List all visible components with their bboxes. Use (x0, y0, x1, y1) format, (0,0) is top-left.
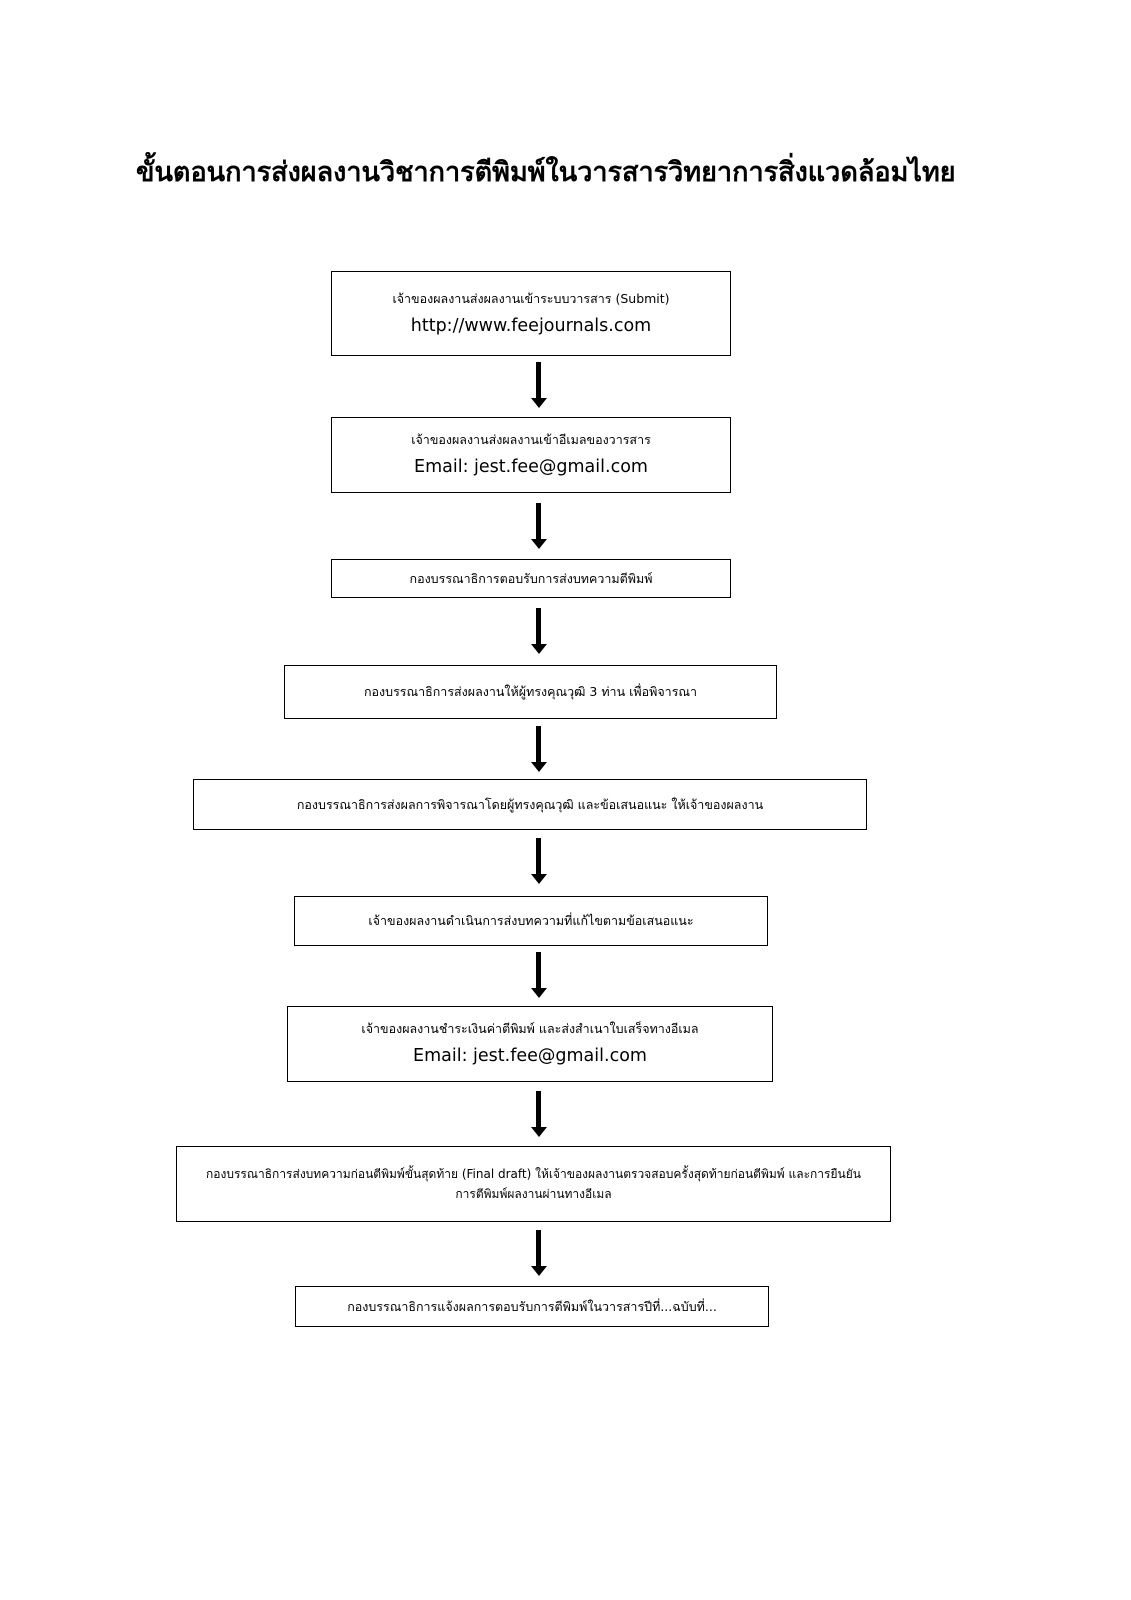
step-text: เจ้าของผลงานดำเนินการส่งบทความที่แก้ไขตา… (368, 913, 694, 928)
down-arrow-icon (531, 608, 547, 654)
flow-step-revision: เจ้าของผลงานดำเนินการส่งบทความที่แก้ไขตา… (294, 896, 768, 946)
step-text-continued: การตีพิมพ์ผลงานผ่านทางอีเมล (455, 1187, 612, 1201)
flow-step-publish-notice: กองบรรณาธิการแจ้งผลการตอบรับการตีพิมพ์ใน… (295, 1286, 769, 1327)
step-text: กองบรรณาธิการส่งผลงานให้ผู้ทรงคุณวุฒิ 3 … (363, 684, 698, 699)
step-text: กองบรรณาธิการส่งบทความก่อนตีพิมพ์ขั้นสุด… (206, 1167, 861, 1181)
flow-step-final-draft: กองบรรณาธิการส่งบทความก่อนตีพิมพ์ขั้นสุด… (176, 1146, 891, 1222)
step-text: เจ้าของผลงานส่งผลงานเข้าอีเมลของวารสาร (411, 432, 651, 447)
flow-step-submit: เจ้าของผลงานส่งผลงานเข้าระบบวารสาร (Subm… (331, 271, 731, 356)
flow-step-email: เจ้าของผลงานส่งผลงานเข้าอีเมลของวารสาร E… (331, 417, 731, 493)
page-title: ขั้นตอนการส่งผลงานวิชาการตีพิมพ์ในวารสาร… (136, 157, 956, 188)
down-arrow-icon (531, 362, 547, 408)
down-arrow-icon (531, 1091, 547, 1137)
step-text: กองบรรณาธิการตอบรับการส่งบทความตีพิมพ์ (409, 570, 653, 586)
down-arrow-icon (531, 838, 547, 884)
down-arrow-icon (531, 726, 547, 772)
step-text: กองบรรณาธิการแจ้งผลการตอบรับการตีพิมพ์ใน… (347, 1298, 717, 1314)
step-email: Email: jest.fee@gmail.com (414, 457, 648, 477)
step-text: เจ้าของผลงานส่งผลงานเข้าระบบวารสาร (Subm… (392, 290, 670, 306)
step-text: กองบรรณาธิการส่งผลการพิจารณาโดยผู้ทรงคุณ… (296, 796, 764, 812)
flow-step-review: กองบรรณาธิการส่งผลงานให้ผู้ทรงคุณวุฒิ 3 … (284, 665, 777, 719)
step-text: เจ้าของผลงานชำระเงินค่าตีพิมพ์ และส่งสำเ… (361, 1021, 699, 1036)
flow-step-accept: กองบรรณาธิการตอบรับการส่งบทความตีพิมพ์ (331, 559, 731, 598)
down-arrow-icon (531, 952, 547, 998)
flow-step-feedback: กองบรรณาธิการส่งผลการพิจารณาโดยผู้ทรงคุณ… (193, 779, 867, 830)
step-email: Email: jest.fee@gmail.com (413, 1046, 647, 1066)
flow-step-payment: เจ้าของผลงานชำระเงินค่าตีพิมพ์ และส่งสำเ… (287, 1006, 773, 1082)
down-arrow-icon (531, 1230, 547, 1276)
down-arrow-icon (531, 503, 547, 549)
step-url: http://www.feejournals.com (410, 315, 652, 336)
